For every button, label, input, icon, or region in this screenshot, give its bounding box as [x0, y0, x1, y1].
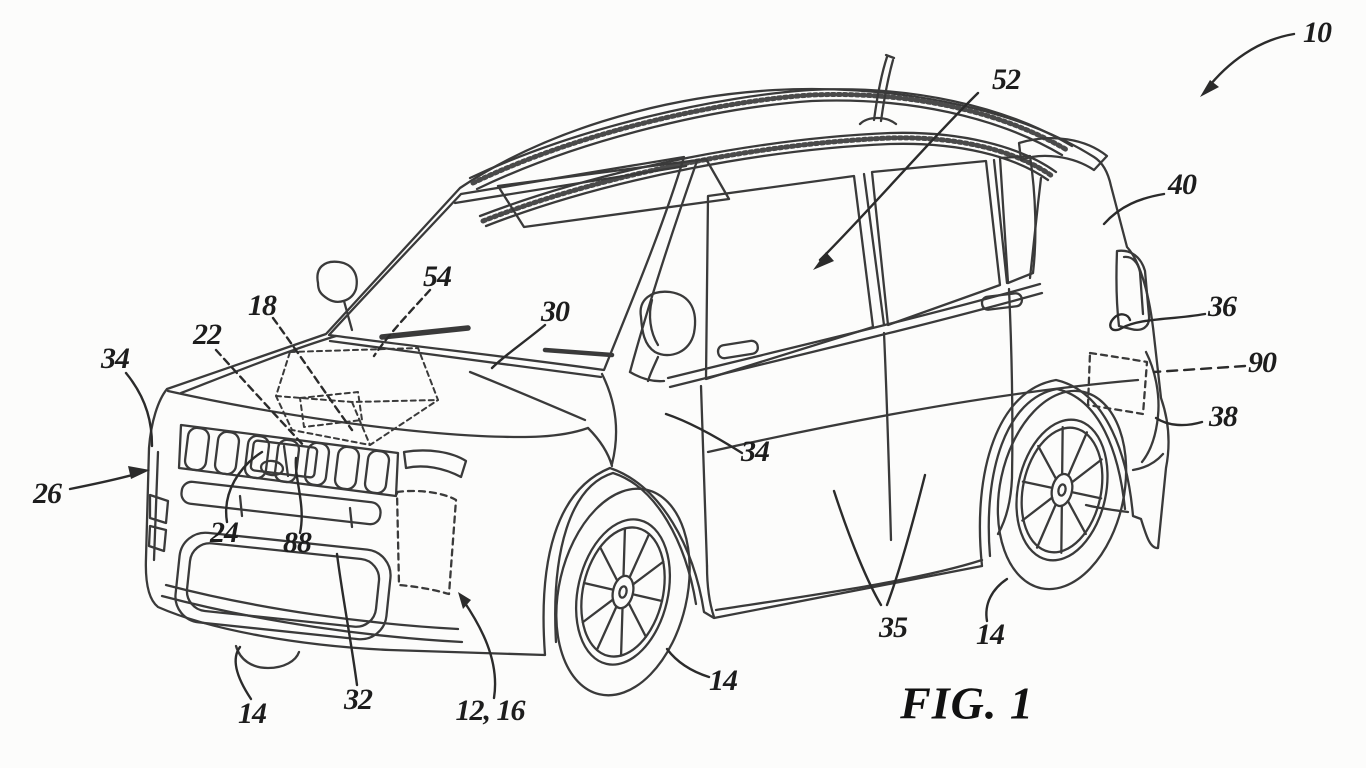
arrowhead-26	[128, 466, 150, 479]
rear-door-window	[870, 159, 1002, 327]
front-grille	[177, 423, 400, 498]
headlight-near	[402, 449, 468, 479]
leader-38	[1154, 416, 1204, 427]
body-silhouette	[144, 87, 1170, 657]
leader-lines	[68, 32, 1296, 701]
leader-14-rear-wheel	[985, 577, 1009, 623]
beltline	[666, 282, 1044, 389]
leader-24	[224, 450, 264, 524]
leader-18	[271, 316, 354, 432]
roof-rails	[468, 88, 1074, 228]
leader-36	[1109, 312, 1207, 332]
door-seams	[699, 287, 1140, 619]
arrowhead-52	[813, 252, 834, 270]
leader-88	[294, 456, 303, 535]
leader-arrowheads	[128, 80, 1219, 609]
taillight	[1115, 249, 1151, 331]
sunroof	[496, 157, 731, 229]
arrowhead-12-16	[458, 592, 471, 609]
rear-end	[987, 137, 1165, 558]
antenna	[858, 53, 898, 126]
leader-26	[68, 472, 138, 491]
leader-34-door	[664, 412, 744, 455]
c-pillar	[992, 158, 1009, 285]
hood	[166, 334, 618, 468]
front-door-window	[704, 174, 875, 381]
leader-54	[372, 288, 432, 358]
front-wheel	[537, 475, 709, 708]
adas-module-dashed-box	[275, 347, 439, 446]
leader-32	[335, 552, 359, 687]
rear-wheel	[980, 379, 1143, 601]
leader-14-front-wheel	[665, 647, 711, 679]
leader-34-front	[124, 371, 154, 448]
rear-door-handle	[980, 292, 1024, 311]
leader-30	[490, 323, 547, 370]
leader-10	[1204, 32, 1296, 92]
lower-grille-strip	[180, 480, 382, 529]
far-side-mirror	[316, 260, 358, 332]
leader-22	[214, 348, 307, 449]
a-pillar	[628, 159, 699, 383]
arrowhead-10	[1200, 80, 1219, 97]
leader-52	[818, 91, 980, 262]
leader-40	[1102, 192, 1166, 226]
front-door-handle	[716, 339, 759, 360]
leader-35-a	[832, 489, 883, 607]
fog-lamp-dashed-zone	[395, 489, 458, 596]
leader-12-16	[461, 598, 497, 700]
b-pillar	[862, 172, 886, 327]
headlight-far	[147, 493, 170, 553]
rear-spoiler	[1017, 137, 1109, 172]
figure-caption: FIG. 1	[900, 677, 1034, 729]
side-mirror	[639, 290, 697, 383]
windshield	[327, 155, 688, 379]
rear-quarter-dashed-zone	[1086, 351, 1149, 416]
leader-90	[1152, 364, 1247, 374]
leader-14-bumper	[234, 645, 253, 701]
rear-wheel-arch	[987, 387, 1127, 558]
front-wheel-arch	[554, 471, 698, 644]
leader-35-b	[885, 473, 927, 607]
grille-camera-module	[249, 439, 319, 479]
front-bumper	[152, 450, 464, 670]
d-pillar	[1028, 176, 1043, 280]
